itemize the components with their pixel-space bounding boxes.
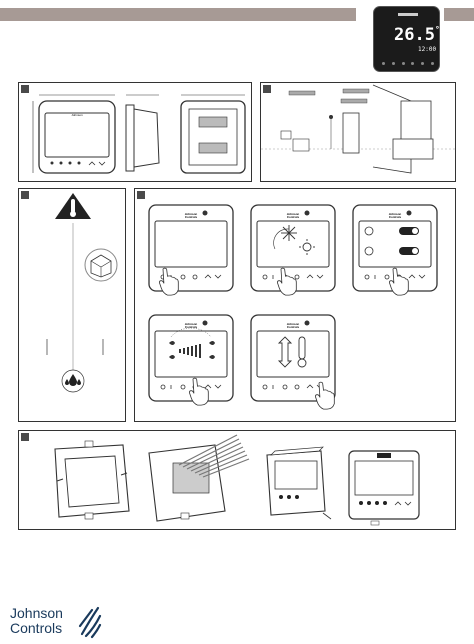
panel-id-marker [21, 191, 29, 199]
environment-drawing [46, 193, 118, 393]
panel-id-marker [21, 433, 29, 441]
operation-step-temperature [250, 314, 336, 410]
product-buttons [382, 62, 434, 66]
product-clock: 12:00 [418, 46, 437, 53]
fan-icon [169, 341, 215, 359]
mounting-drawings [54, 434, 420, 526]
operation-step-mode [250, 204, 336, 296]
mounting-step-finished [348, 450, 420, 526]
mounting-step-plate [54, 440, 130, 520]
panel-id-marker [21, 85, 29, 93]
thermometer-icon [297, 336, 307, 368]
panel-environment [18, 188, 126, 422]
panel-mounting [18, 430, 456, 530]
panel-id-marker [137, 191, 145, 199]
panel-room-installation [260, 82, 457, 182]
svg-text:Johnson: Johnson [71, 113, 83, 117]
product-temperature: 26.5° [394, 25, 440, 45]
panel-dimensions: Johnson [18, 82, 252, 182]
header-tab [444, 8, 474, 21]
mounting-step-attach [266, 446, 332, 520]
mounting-step-wiring [148, 434, 250, 522]
operation-step-settings [352, 204, 438, 296]
johnson-controls-logo-icon [78, 606, 102, 639]
brand-line-2: Controls [10, 620, 63, 636]
operation-step-fan [148, 314, 234, 406]
header-bar [0, 8, 356, 21]
panel-operation: Johnson Controls [134, 188, 456, 422]
room-drawing [261, 84, 457, 174]
droplets-icon [61, 369, 85, 393]
thermometer-icon [55, 193, 91, 219]
operation-step-power [148, 204, 234, 296]
box-icon [84, 248, 118, 282]
sun-icon [299, 239, 315, 255]
product-brand-mark [398, 13, 418, 16]
operation-drawings: Johnson Controls [148, 204, 438, 410]
snowflake-icon [281, 225, 297, 241]
product-photo: 26.5° 12:00 [373, 6, 440, 72]
panel-id-marker [263, 85, 271, 93]
dimension-drawings: Johnson [32, 94, 246, 174]
up-down-arrow-icon [277, 336, 293, 368]
footer-brand: Johnson Controls [10, 606, 63, 636]
brand-line-1: Johnson [10, 605, 63, 621]
